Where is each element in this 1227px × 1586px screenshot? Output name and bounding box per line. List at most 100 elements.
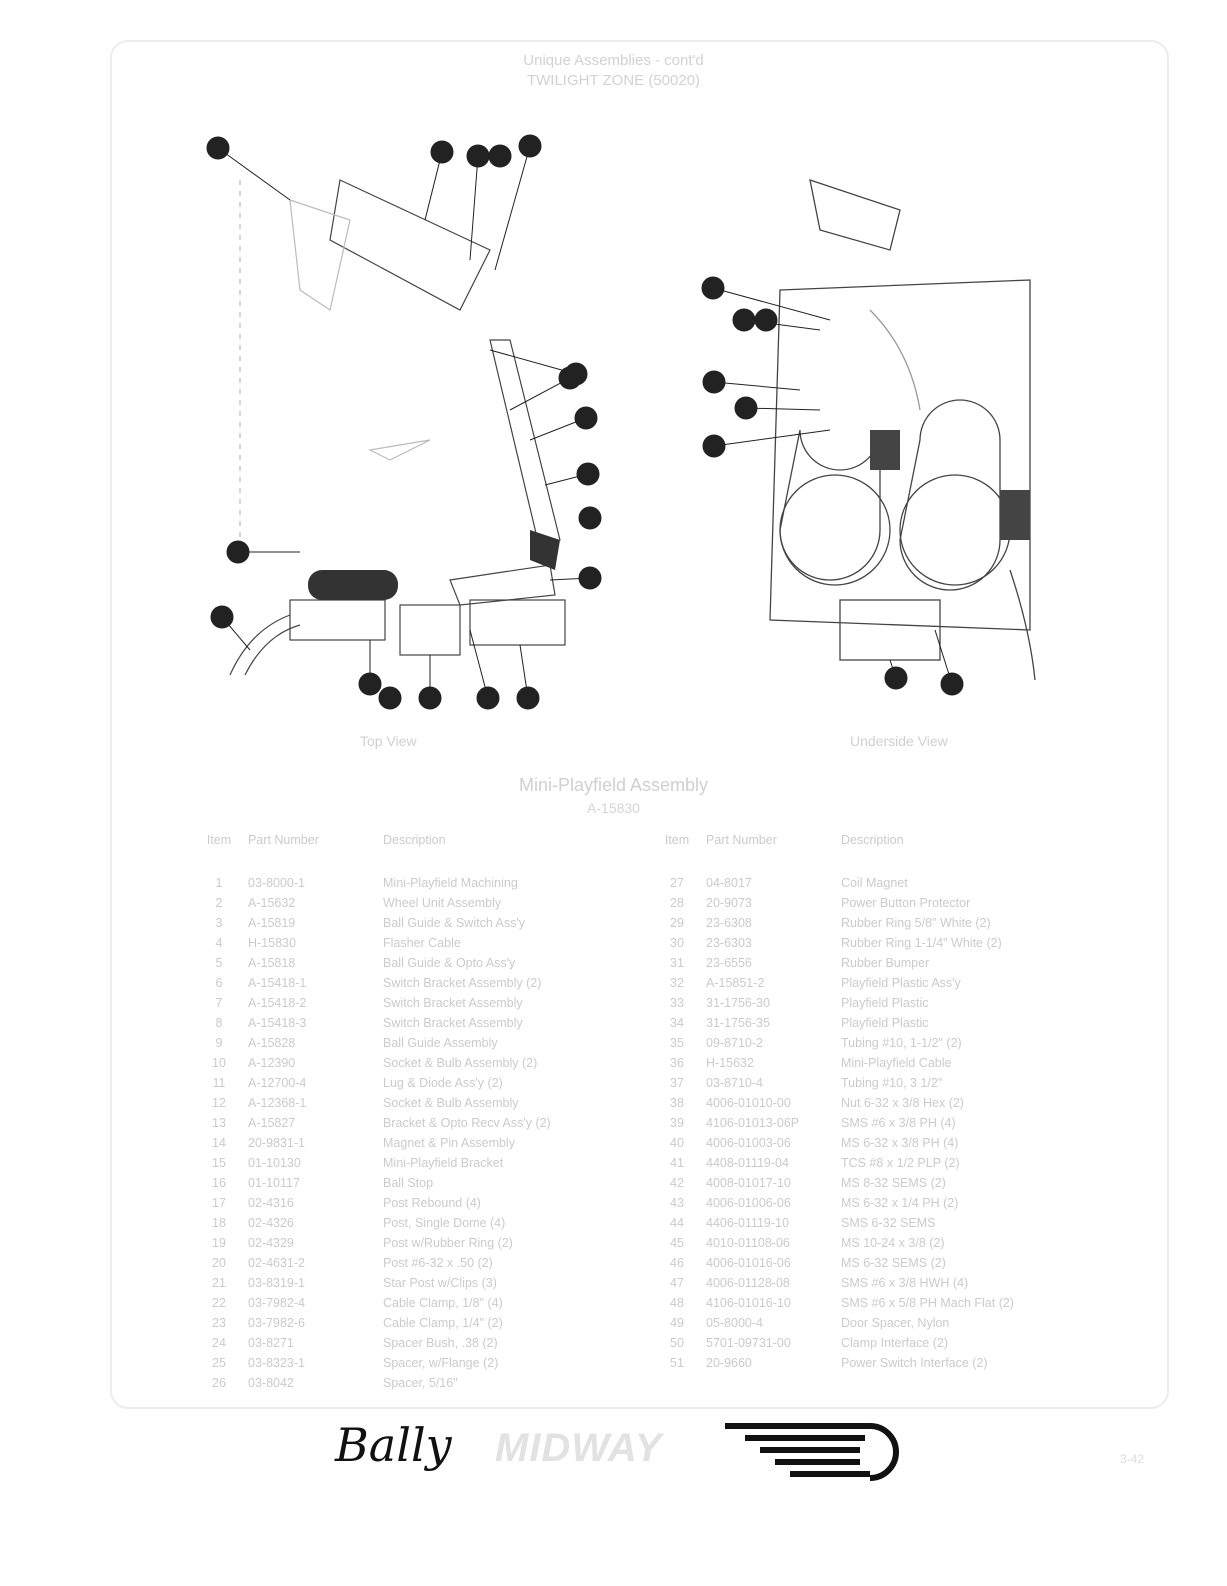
- part-description: Mini-Playfield Bracket: [383, 1156, 504, 1170]
- item-number: 35: [670, 1036, 684, 1050]
- part-description: Lug & Diode Ass'y (2): [383, 1076, 503, 1090]
- part-number: 09-8710-2: [706, 1036, 763, 1050]
- game-title: TWILIGHT ZONE (50020): [526, 72, 701, 89]
- part-number: 01-10117: [248, 1176, 300, 1190]
- part-number: 03-7982-4: [248, 1296, 305, 1310]
- part-number: A-15418-3: [248, 1016, 307, 1030]
- part-number: 31-1756-30: [706, 996, 770, 1010]
- part-number: 4106-01016-10: [706, 1296, 791, 1310]
- item-number: 40: [670, 1136, 684, 1150]
- item-number: 38: [670, 1096, 684, 1110]
- part-number: 05-8000-4: [706, 1316, 763, 1330]
- part-description: Spacer, 5/16": [383, 1376, 458, 1390]
- item-number: 44: [670, 1216, 684, 1230]
- part-number: A-12390: [248, 1056, 296, 1070]
- item-number: 2: [215, 896, 223, 910]
- part-description: Playfield Plastic: [841, 996, 929, 1010]
- part-description: Socket & Bulb Assembly (2): [383, 1056, 538, 1070]
- item-number: 50: [670, 1336, 684, 1350]
- part-description: Power Button Protector: [841, 896, 971, 910]
- section-title: Unique Assemblies - cont'd: [523, 52, 704, 69]
- item-number: 19: [212, 1236, 226, 1250]
- part-number: 20-9831-1: [248, 1136, 305, 1150]
- flasher-lamp: [308, 570, 398, 600]
- part-number: 03-8710-4: [706, 1076, 763, 1090]
- item-number: 47: [670, 1276, 684, 1290]
- part-description: Star Post w/Clips (3): [383, 1276, 497, 1290]
- part-description: Ball Stop: [383, 1176, 434, 1190]
- part-number: 4006-01128-08: [706, 1276, 790, 1290]
- item-number: 41: [670, 1156, 684, 1170]
- part-number: 4006-01016-06: [706, 1256, 791, 1270]
- part-number: A-12368-1: [248, 1096, 307, 1110]
- top-view-caption: Top View: [360, 733, 417, 749]
- item-number: 15: [212, 1156, 226, 1170]
- part-number: 5701-09731-00: [706, 1336, 791, 1350]
- item-number: 4: [215, 936, 223, 950]
- item-number: 46: [670, 1256, 684, 1270]
- part-description: TCS #8 x 1/2 PLP (2): [841, 1156, 960, 1170]
- part-description: Socket & Bulb Assembly: [383, 1096, 519, 1110]
- part-description: Coil Magnet: [841, 876, 908, 890]
- part-description: MS 6-32 x 3/8 PH (4): [841, 1136, 959, 1150]
- item-number: 36: [670, 1056, 684, 1070]
- table-row: 27 04-8017 Coil Magnet: [648, 873, 1101, 893]
- item-number: 32: [670, 976, 684, 990]
- part-number: 03-7982-6: [248, 1316, 305, 1330]
- part-description: Switch Bracket Assembly: [383, 1016, 523, 1030]
- part-number: A-15851-2: [706, 976, 765, 990]
- part-number: 4406-01119-10: [706, 1216, 789, 1230]
- part-number: A-15418-1: [248, 976, 307, 990]
- table-row: 8 A-15418-3 Switch Bracket Assembly: [190, 1013, 643, 1033]
- item-number: 27: [670, 876, 684, 890]
- item-number: 23: [212, 1316, 226, 1330]
- part-description: Ball Guide & Opto Ass'y: [383, 956, 516, 970]
- part-number: 23-6308: [706, 916, 752, 930]
- col-item: Item: [664, 833, 690, 847]
- item-number: 30: [670, 936, 684, 950]
- item-number: 45: [670, 1236, 684, 1250]
- part-number: H-15632: [706, 1056, 754, 1070]
- item-number: 51: [670, 1356, 684, 1370]
- part-number: 03-8323-1: [248, 1356, 305, 1370]
- item-number: 16: [212, 1176, 226, 1190]
- part-description: Wheel Unit Assembly: [383, 896, 502, 910]
- part-description: SMS 6-32 SEMS: [841, 1216, 936, 1230]
- col-part-number: Part Number: [706, 833, 777, 847]
- part-number: 02-4326: [248, 1216, 294, 1230]
- item-number: 14: [212, 1136, 226, 1150]
- part-description: Ball Guide Assembly: [383, 1036, 498, 1050]
- part-description: Mini-Playfield Machining: [383, 876, 518, 890]
- table-row: 44 4406-01119-10 SMS 6-32 SEMS: [648, 1213, 1101, 1233]
- part-number: A-15827: [248, 1116, 296, 1130]
- part-description: Playfield Plastic: [841, 1016, 929, 1030]
- part-description: Post Rebound (4): [383, 1196, 481, 1210]
- item-number: 3: [215, 916, 223, 930]
- part-number: 04-8017: [706, 876, 752, 890]
- part-description: Spacer Bush, .38 (2): [383, 1336, 498, 1350]
- col-description: Description: [841, 833, 904, 847]
- item-number: 11: [212, 1076, 226, 1090]
- part-number: 31-1756-35: [706, 1016, 770, 1030]
- item-number: 1: [215, 876, 223, 890]
- item-number: 43: [670, 1196, 684, 1210]
- item-number: 8: [215, 1016, 223, 1030]
- col-item: Item: [206, 833, 232, 847]
